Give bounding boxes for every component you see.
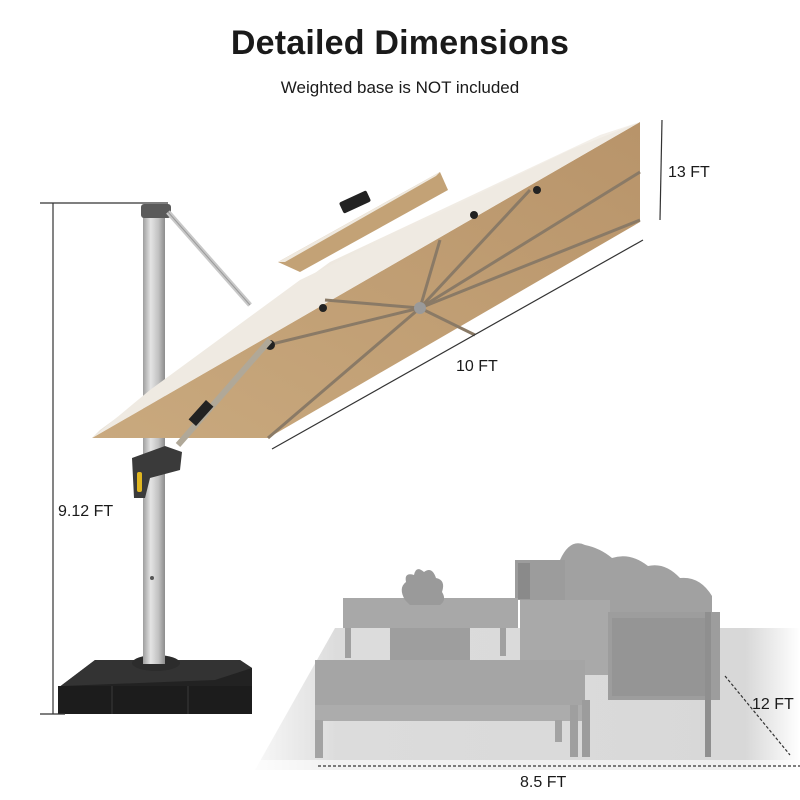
crank-handle — [132, 446, 182, 498]
dimension-label-pole-height: 9.12 FT — [58, 503, 114, 520]
dimension-label-canopy-length: 10 FT — [456, 358, 498, 375]
furniture-silhouette — [315, 543, 720, 758]
page-subtitle: Weighted base is NOT included — [280, 78, 520, 97]
umbrella-canopy — [92, 122, 641, 440]
dimension-label-area-width: 8.5 FT — [520, 774, 567, 791]
weighted-base — [58, 655, 252, 714]
page-title: Detailed Dimensions — [230, 24, 570, 62]
dimension-lines — [40, 119, 800, 767]
tilt-arm — [132, 338, 273, 498]
dimension-label-canopy-width: 13 FT — [668, 164, 710, 181]
dimension-label-area-depth: 12 FT — [752, 696, 794, 713]
